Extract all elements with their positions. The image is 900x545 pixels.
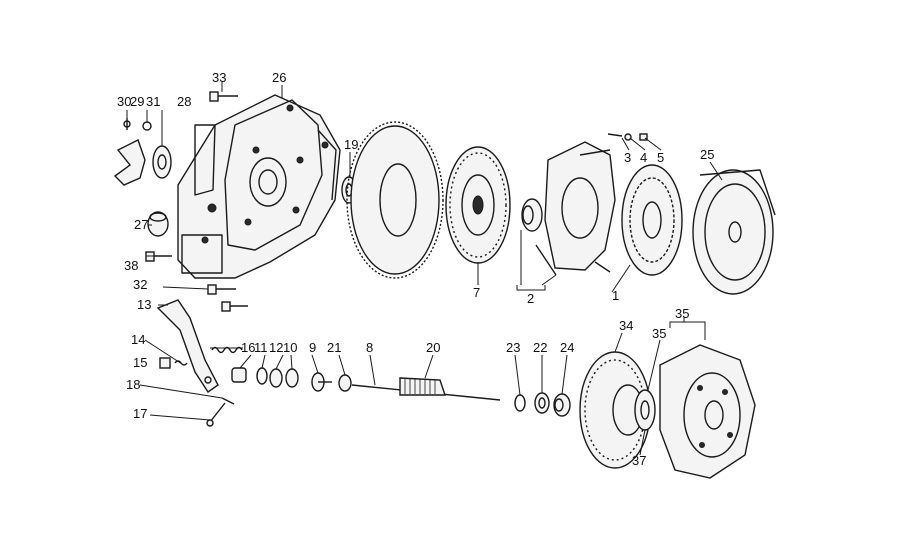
clutch-cover-25	[692, 169, 776, 295]
pin-18	[221, 397, 235, 405]
label-34: 34	[619, 318, 633, 333]
bearing-28	[152, 145, 172, 179]
label-25: 25	[700, 147, 714, 162]
label-19: 19	[344, 137, 358, 152]
label-31: 31	[146, 94, 160, 109]
label-11: 11	[254, 340, 268, 355]
bushing-24	[553, 393, 571, 417]
label-38: 38	[124, 258, 138, 273]
label-28: 28	[177, 94, 191, 109]
bushing-21	[338, 374, 352, 392]
label-7: 7	[473, 285, 480, 300]
label-5: 5	[657, 150, 664, 165]
label-26: 26	[272, 70, 286, 85]
label-23: 23	[506, 340, 520, 355]
flywheel-ring-gear	[346, 121, 444, 279]
clutch-assembly-35	[659, 344, 756, 479]
nut-15	[159, 357, 188, 369]
label-35-upper: 35	[675, 306, 689, 321]
label-37: 37	[632, 453, 646, 468]
label-8: 8	[366, 340, 373, 355]
label-3: 3	[624, 150, 631, 165]
washers-12-10	[256, 367, 299, 388]
clutch-disc-7	[445, 146, 511, 264]
bolts-345	[607, 133, 648, 141]
bolt-33	[209, 91, 238, 102]
label-15: 15	[133, 355, 147, 370]
bushing-11	[231, 367, 247, 383]
label-27: 27	[134, 217, 148, 232]
label-17: 17	[133, 406, 147, 421]
release-lever-13	[156, 299, 219, 393]
label-30: 30	[117, 94, 131, 109]
label-4: 4	[640, 150, 647, 165]
part-labels: 30 29 31 28 33 26 19 27 38 32 3 4 5 25 7…	[117, 70, 714, 468]
label-32: 32	[133, 277, 147, 292]
push-piece-9	[311, 372, 332, 392]
hub-35	[634, 389, 656, 431]
pressure-plate	[544, 141, 616, 273]
diaphragm-spring-1	[621, 164, 683, 276]
label-35-lower: 35	[652, 326, 666, 341]
label-18: 18	[126, 377, 140, 392]
washer-23	[514, 394, 526, 412]
clutch-housing	[177, 94, 341, 279]
label-13: 13	[137, 297, 151, 312]
label-29: 29	[130, 94, 144, 109]
cover-plate	[113, 118, 152, 186]
plug-27	[147, 211, 169, 237]
label-16: 16	[241, 340, 255, 355]
label-24: 24	[560, 340, 574, 355]
label-20: 20	[426, 340, 440, 355]
label-22: 22	[533, 340, 547, 355]
label-9: 9	[309, 340, 316, 355]
label-33: 33	[212, 70, 226, 85]
label-12: 12	[269, 340, 283, 355]
label-10: 10	[283, 340, 297, 355]
label-21: 21	[327, 340, 341, 355]
label-14: 14	[131, 332, 145, 347]
label-1: 1	[612, 288, 619, 303]
shaft-20	[399, 377, 446, 396]
bearing-22	[534, 392, 550, 414]
label-2: 2	[527, 291, 534, 306]
release-bearing-2	[521, 198, 557, 276]
leader-lines	[126, 82, 723, 456]
pin-17	[206, 402, 226, 427]
